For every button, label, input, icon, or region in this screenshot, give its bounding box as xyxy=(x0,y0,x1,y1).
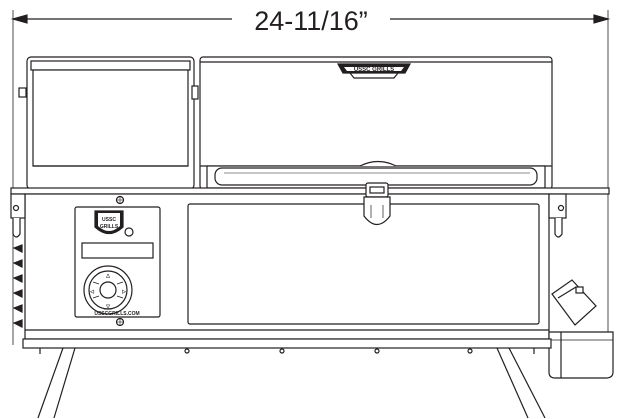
right-button-icon[interactable]: ▷ xyxy=(121,289,127,295)
pellet-hopper xyxy=(18,56,199,190)
controller-website: USSCGRILLS.COM xyxy=(94,311,139,317)
dimension-label: 24-11/16” xyxy=(254,6,368,36)
dimension-line xyxy=(10,10,611,345)
down-button-icon[interactable]: ▽ xyxy=(105,304,110,310)
screw-icon xyxy=(115,195,125,205)
side-vents xyxy=(12,244,23,328)
screw-icon xyxy=(115,317,125,327)
dimension-label-bg xyxy=(232,4,390,34)
left-arrowhead xyxy=(10,14,28,24)
controller-logo-line1: USSC xyxy=(102,217,116,223)
right-side-hook xyxy=(548,193,567,238)
front-latch xyxy=(363,182,391,226)
grease-bucket xyxy=(548,279,614,379)
power-knob-icon xyxy=(124,227,134,237)
front-panel xyxy=(187,203,540,325)
controller-logo-line2: GRILLS xyxy=(100,224,119,230)
legs xyxy=(22,338,552,419)
controller-display xyxy=(81,242,154,259)
left-leg xyxy=(37,347,64,419)
left-button-icon[interactable]: ◁ xyxy=(89,289,94,295)
controller xyxy=(74,206,161,318)
lid-badge: USSC GRILLS xyxy=(336,63,412,79)
right-leg xyxy=(496,347,529,419)
right-arrowhead xyxy=(593,14,611,24)
left-side-hook xyxy=(10,193,26,238)
lid-badge-text: USSC GRILLS xyxy=(354,67,394,73)
up-button-icon[interactable]: △ xyxy=(105,273,110,279)
